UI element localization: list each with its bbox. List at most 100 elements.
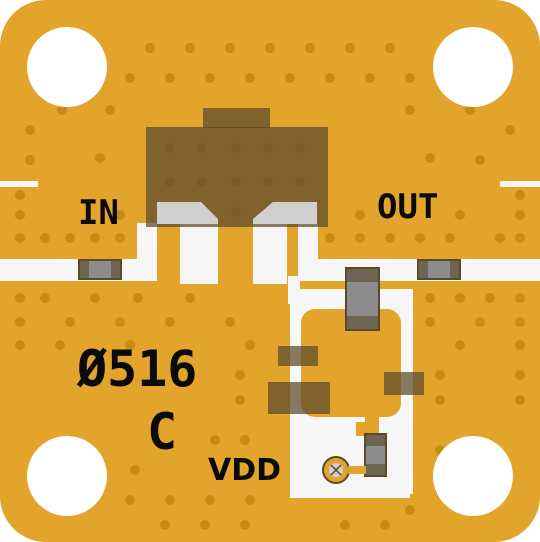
via-52 <box>515 293 525 303</box>
via-2 <box>225 43 235 53</box>
via-12 <box>325 73 335 83</box>
via-70 <box>435 395 445 405</box>
via-57 <box>225 317 235 327</box>
via-43 <box>515 233 525 243</box>
output-stub <box>298 223 318 281</box>
vdd-resistor-pad-top <box>365 434 386 446</box>
input-capacitor-pad-left <box>79 260 89 279</box>
vdd-test-point <box>322 456 366 484</box>
via-26 <box>515 190 525 200</box>
via-78 <box>165 495 175 505</box>
vdd-test-point-cross-b <box>330 464 342 476</box>
via-66 <box>515 340 525 350</box>
via-16 <box>57 105 67 115</box>
ic-input-lead <box>157 202 218 224</box>
mounting-hole-top-right <box>433 27 513 107</box>
input-stub <box>137 223 157 281</box>
via-65 <box>455 340 465 350</box>
via-25 <box>15 190 25 200</box>
via-60 <box>515 317 525 327</box>
via-64 <box>245 340 255 350</box>
via-80 <box>245 495 255 505</box>
via-18 <box>405 105 415 115</box>
via-39 <box>385 233 395 243</box>
revision-label: C <box>147 403 178 461</box>
vdd-resistor-pad-bottom <box>365 464 386 476</box>
mounting-hole-bottom-left <box>27 436 107 516</box>
via-47 <box>133 293 143 303</box>
via-37 <box>325 233 335 243</box>
input-feed <box>180 224 218 284</box>
via-30 <box>455 210 465 220</box>
via-69 <box>435 370 445 380</box>
bias-bottom <box>290 484 410 498</box>
bypass-capacitor-small <box>278 346 318 366</box>
via-34 <box>65 233 75 243</box>
via-11 <box>285 73 295 83</box>
via-8 <box>165 73 175 83</box>
via-19 <box>465 105 475 115</box>
mounting-hole-bottom-right <box>433 436 513 516</box>
via-32 <box>15 233 25 243</box>
via-68 <box>235 395 245 405</box>
via-86 <box>380 520 390 530</box>
via-21 <box>25 155 35 165</box>
via-85 <box>340 520 350 530</box>
via-79 <box>205 495 215 505</box>
via-14 <box>405 73 415 83</box>
ic-output-lead <box>253 202 317 224</box>
via-9 <box>205 73 215 83</box>
part-number-label: Ø516 <box>77 340 198 398</box>
supply-label: VDD <box>208 453 282 488</box>
input-capacitor-pad-right <box>111 260 121 279</box>
via-44 <box>15 293 25 303</box>
ic-tab <box>203 108 270 128</box>
via-48 <box>185 293 195 303</box>
via-17 <box>105 105 115 115</box>
via-81 <box>405 505 415 515</box>
via-58 <box>425 317 435 327</box>
via-41 <box>445 233 455 243</box>
via-35 <box>90 233 100 243</box>
via-84 <box>240 520 250 530</box>
via-36 <box>115 233 125 243</box>
via-15 <box>25 125 35 135</box>
via-7 <box>125 73 135 83</box>
output-feed <box>253 224 287 284</box>
via-45 <box>40 293 50 303</box>
vdd-test-point-link <box>348 466 366 474</box>
via-56 <box>165 317 175 327</box>
via-0 <box>145 43 155 53</box>
via-4 <box>305 43 315 53</box>
via-50 <box>455 293 465 303</box>
decoupling-capacitor <box>384 372 424 395</box>
via-33 <box>40 233 50 243</box>
via-23 <box>425 153 435 163</box>
via-67 <box>235 370 245 380</box>
vdd-trace <box>365 415 379 437</box>
via-71 <box>515 370 525 380</box>
via-77 <box>125 495 135 505</box>
via-51 <box>485 293 495 303</box>
via-29 <box>355 210 365 220</box>
via-53 <box>15 317 25 327</box>
output-label: OUT <box>377 187 439 227</box>
bypass-capacitor-large <box>268 382 330 414</box>
via-73 <box>130 465 140 475</box>
smd-components <box>78 259 461 477</box>
via-6 <box>385 43 395 53</box>
via-59 <box>475 317 485 327</box>
via-42 <box>495 233 505 243</box>
mounting-hole-top-left <box>27 27 107 107</box>
via-31 <box>515 210 525 220</box>
via-40 <box>415 233 425 243</box>
bias-inductor-pad-top <box>346 268 379 282</box>
via-54 <box>65 317 75 327</box>
via-49 <box>425 293 435 303</box>
via-38 <box>355 233 365 243</box>
via-46 <box>90 293 100 303</box>
via-61 <box>15 340 25 350</box>
via-10 <box>245 73 255 83</box>
